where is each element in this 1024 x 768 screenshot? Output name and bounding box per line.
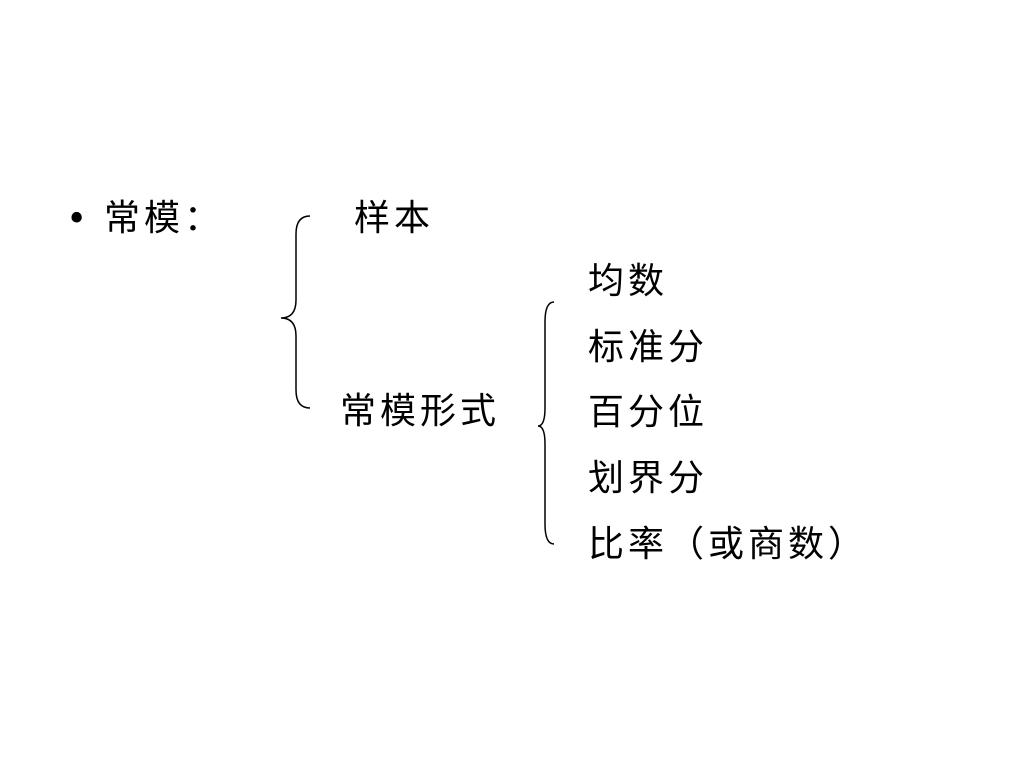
item-percentile: 百分位 [588, 392, 709, 433]
item-cutoff-score: 划界分 [588, 458, 709, 499]
item-mean: 均数 [588, 261, 669, 302]
item-ratio-quotient: 比率（或商数） [588, 524, 869, 565]
item-norm-forms: 常模形式 [340, 391, 501, 432]
left-brace-icon [280, 215, 311, 409]
item-standard-score: 标准分 [588, 327, 709, 368]
item-sample: 样本 [354, 198, 435, 239]
heading-norm: 常模： [104, 198, 225, 239]
left-brace-icon [537, 301, 555, 545]
bullet-point: • [66, 199, 88, 240]
